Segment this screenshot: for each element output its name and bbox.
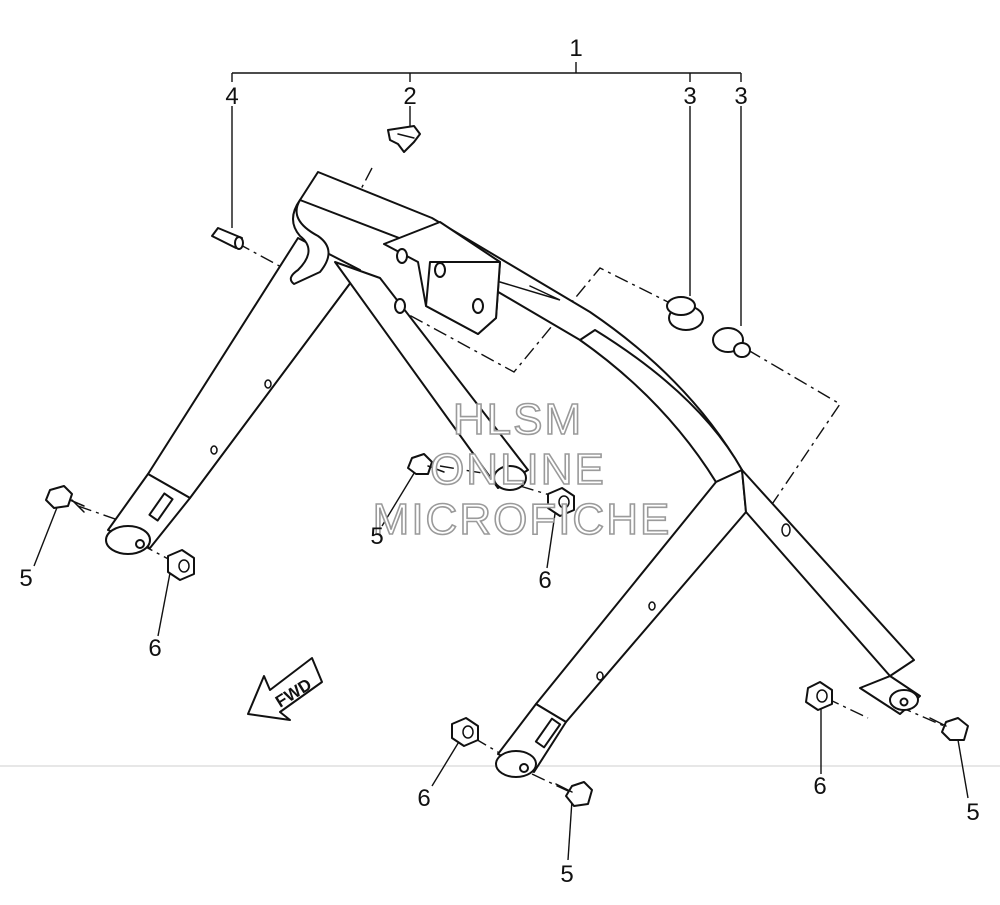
callout-3-right: 3 xyxy=(734,83,747,110)
leader-lines xyxy=(33,106,969,861)
bolt-part-5-d xyxy=(929,717,969,741)
callout-6-left: 6 xyxy=(148,635,161,662)
assembly-bracket xyxy=(231,62,742,82)
hook-loop xyxy=(289,199,330,285)
watermark-line-3: MICROFICHE xyxy=(373,495,672,544)
center-leg-tube xyxy=(334,261,529,489)
right-rear-leg-tube xyxy=(741,469,915,677)
watermark: HLSM ONLINE MICROFICHE xyxy=(372,394,672,545)
left-leg-eye xyxy=(105,525,151,555)
bumper-part-3-left xyxy=(666,296,704,331)
nut-part-6-a xyxy=(167,549,195,581)
right-front-leg-eye xyxy=(495,750,537,778)
right-front-leg-tube xyxy=(535,469,747,723)
callout-6-right: 6 xyxy=(813,773,826,800)
watermark-line-2: ONLINE xyxy=(430,445,606,494)
left-leg-tube xyxy=(147,237,361,499)
callout-5-left: 5 xyxy=(19,565,32,592)
callout-5-bottom: 5 xyxy=(560,861,573,888)
watermark-line-1: HLSM xyxy=(453,395,583,444)
callout-5-center: 5 xyxy=(370,523,383,550)
bolt-part-5-b xyxy=(407,453,445,475)
frame-rail xyxy=(105,171,921,778)
fwd-arrow-icon: FWD xyxy=(247,657,323,721)
callout-6-bottom: 6 xyxy=(417,785,430,812)
bolt-part-5-c xyxy=(555,781,593,807)
pin-part-4 xyxy=(211,227,244,250)
callout-5-right: 5 xyxy=(966,799,979,826)
nut-part-6-b xyxy=(547,487,575,517)
callout-2: 2 xyxy=(403,83,416,110)
callout-3-left: 3 xyxy=(683,83,696,110)
callout-labels: 1 2 3 3 4 5 5 5 5 6 6 6 6 xyxy=(19,35,979,888)
callout-4: 4 xyxy=(225,83,238,110)
callout-1: 1 xyxy=(569,35,582,62)
nut-part-6-d xyxy=(805,681,833,711)
nut-part-6-c xyxy=(451,717,479,747)
bumper-part-3-right xyxy=(712,327,751,358)
clip-part-2 xyxy=(387,125,421,153)
callout-6-center: 6 xyxy=(538,567,551,594)
bolt-part-5-a xyxy=(45,485,85,513)
